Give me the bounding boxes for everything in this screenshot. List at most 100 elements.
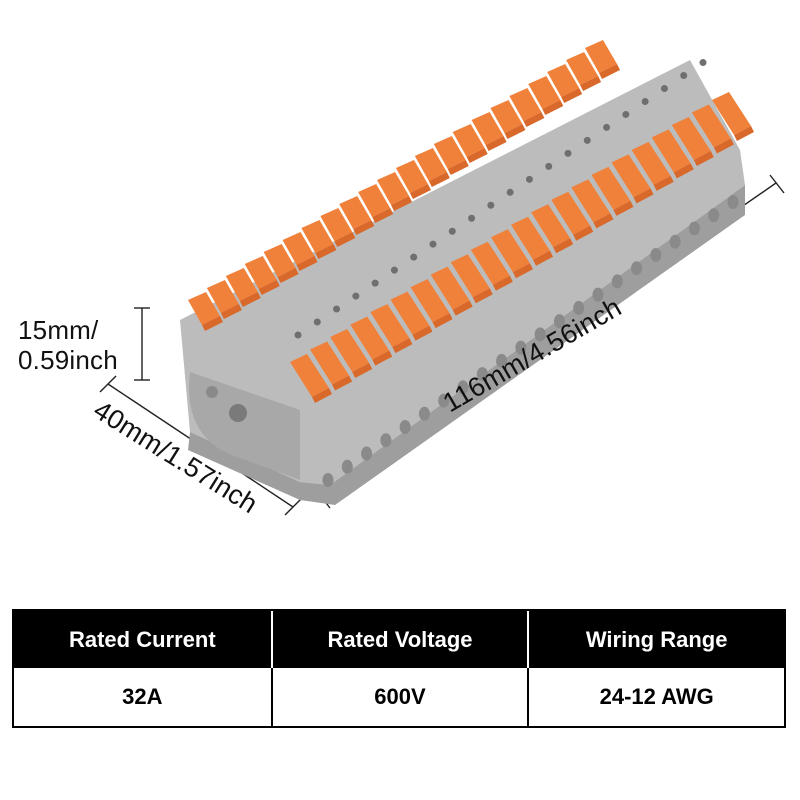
test-hole (390, 266, 398, 274)
lever-back (377, 172, 410, 205)
lever-front (631, 141, 671, 185)
test-hole (660, 85, 668, 93)
lever-front-edge (673, 163, 694, 179)
value-rated-current: 32A (14, 668, 271, 726)
lever-back (414, 148, 447, 181)
lever-front-edge (633, 188, 654, 204)
lever-back-edge (239, 292, 261, 307)
wire-entry-hole (418, 406, 430, 421)
lever-back (509, 88, 542, 121)
lever-back-edge (580, 76, 602, 91)
lever-front-edge (713, 138, 734, 154)
lever-front-edge (653, 175, 674, 191)
test-hole (699, 59, 707, 67)
wire-entry-hole (573, 300, 585, 315)
lever-front (651, 129, 691, 173)
lever-front (350, 316, 390, 360)
lever-back-edge (353, 220, 375, 235)
test-hole (603, 123, 611, 131)
lever-front-edge (533, 250, 554, 266)
lever-back (339, 196, 372, 229)
lever-back-edge (504, 124, 526, 139)
wire-entry-hole (611, 274, 623, 289)
lever-back (471, 112, 504, 145)
lever-back (320, 208, 353, 241)
lever-front (390, 291, 430, 335)
lever-back-edge (315, 244, 337, 259)
height-dimension-line2: 0.59inch (18, 345, 118, 375)
test-hole (564, 149, 572, 157)
test-hole (429, 240, 437, 248)
wire-entry-hole (457, 380, 469, 395)
wire-entry-hole (631, 261, 643, 276)
lever-front-edge (372, 350, 393, 366)
test-hole (313, 318, 321, 326)
housing-front-face (188, 185, 745, 505)
lever-back-edge (409, 184, 431, 199)
lever-back-edge (277, 268, 299, 283)
wire-entry-hole (688, 221, 700, 236)
lever-back (358, 184, 391, 217)
wire-entry-hole (496, 353, 508, 368)
lever-front-edge (573, 225, 594, 241)
lever-back-edge (428, 172, 450, 187)
test-hole (487, 201, 495, 209)
test-hole (294, 331, 302, 339)
test-hole (333, 305, 341, 313)
mounting-hole-small (206, 386, 218, 398)
lever-back-edge (372, 208, 394, 223)
wire-entry-hole (534, 327, 546, 342)
lever-back (566, 52, 599, 85)
value-rated-voltage: 600V (270, 668, 528, 726)
value-wiring-range: 24-12 AWG (527, 668, 784, 726)
lever-front (430, 266, 470, 310)
lever-back-edge (391, 196, 413, 211)
lever-front-edge (693, 150, 714, 166)
lever-back-edge (296, 256, 318, 271)
wire-entry-hole (341, 459, 353, 474)
lever-front-edge (432, 313, 453, 329)
lever-front (691, 104, 731, 148)
lever-front-edge (492, 275, 513, 291)
lever-back-edge (542, 100, 564, 115)
height-dimension-line1: 15mm/ (18, 315, 99, 345)
lever-front (290, 354, 329, 397)
wire-entry-hole (438, 393, 450, 408)
lever-front (571, 179, 611, 223)
lever-front-edge (613, 200, 634, 216)
lever-back (188, 292, 220, 325)
wire-entry-hole (553, 314, 565, 329)
header-wiring-range: Wiring Range (527, 611, 784, 668)
test-hole (622, 110, 630, 118)
wire-entry-hole (515, 340, 527, 355)
lever-front (531, 204, 571, 248)
wire-entry-hole (476, 367, 488, 382)
lever-back (528, 76, 561, 109)
test-hole (545, 162, 553, 170)
lever-back (282, 232, 315, 265)
header-rated-current: Rated Current (14, 611, 271, 668)
lever-front-edge (412, 325, 433, 341)
lever-front (671, 116, 711, 160)
test-hole (583, 136, 591, 144)
wire-entry-hole (380, 433, 392, 448)
test-hole (448, 227, 456, 235)
product-illustration (99, 40, 785, 516)
lever-front (591, 166, 631, 210)
wire-entry-hole (322, 473, 334, 487)
lever-front-edge (352, 363, 373, 379)
mounting-hole (229, 404, 247, 422)
lever-back-edge (334, 232, 356, 247)
test-hole (410, 253, 418, 261)
wire-entry-hole (399, 420, 411, 435)
lever-front (450, 254, 490, 298)
wire-entry-hole (361, 446, 373, 461)
lever-back (244, 256, 277, 289)
lever-front-edge (553, 238, 574, 254)
height-dimension-label: 15mm/ 0.59inch (18, 315, 118, 375)
lever-back (452, 124, 485, 157)
lever-back (585, 40, 617, 73)
lever-back-edge (523, 112, 545, 127)
wire-entry-hole (650, 247, 662, 262)
lever-back-edge (485, 136, 507, 151)
